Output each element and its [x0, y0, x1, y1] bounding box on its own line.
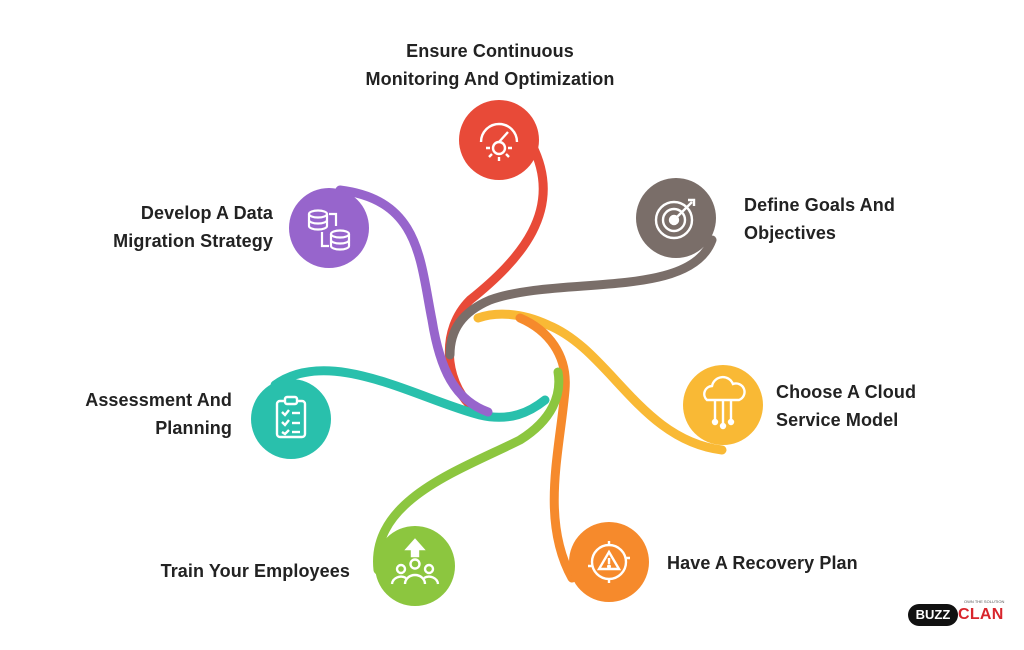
step-circle-cloud	[683, 365, 763, 445]
step-label-monitoring: Ensure Continuous Monitoring And Optimiz…	[340, 37, 640, 93]
step-label-recovery: Have A Recovery Plan	[667, 549, 897, 577]
ribbon-train	[373, 367, 564, 575]
step-label-train: Train Your Employees	[120, 557, 350, 585]
logo-clan: CLAN	[958, 606, 1004, 623]
step-circle-assessment	[251, 379, 331, 459]
cloud-network-icon	[703, 375, 746, 430]
step-label-line1: Have A Recovery Plan	[667, 553, 858, 573]
step-label-line1: Ensure Continuous	[406, 41, 574, 61]
step-label-line2: Planning	[155, 418, 232, 438]
warning-gear-icon	[588, 541, 630, 583]
step-label-line1: Train Your Employees	[160, 561, 350, 581]
ribbon-cloud	[473, 309, 727, 455]
step-circle-goals	[636, 178, 716, 258]
step-label-line1: Define Goals And	[744, 195, 895, 215]
team-growth-icon	[390, 538, 440, 585]
step-label-line2: Monitoring And Optimization	[365, 69, 615, 89]
ribbon-recovery	[515, 313, 577, 583]
step-circle-recovery	[569, 522, 649, 602]
step-label-assessment: Assessment And Planning	[30, 386, 232, 442]
ribbon-migration	[335, 185, 493, 417]
database-transfer-icon	[307, 209, 351, 251]
logo-buzz: BUZZ	[908, 604, 958, 626]
target-icon	[654, 198, 696, 240]
logo-tagline: OWN THE SOLUTION	[964, 599, 1005, 604]
ribbon-monitoring	[444, 140, 548, 410]
step-label-goals: Define Goals And Objectives	[744, 191, 964, 247]
step-circle-migration	[289, 188, 369, 268]
step-label-line1: Develop A Data	[140, 203, 273, 223]
step-label-line2: Migration Strategy	[113, 231, 273, 251]
ribbon-goals	[445, 235, 717, 360]
step-label-cloud: Choose A Cloud Service Model	[776, 378, 996, 434]
checklist-icon	[275, 395, 307, 439]
step-label-migration: Develop A Data Migration Strategy	[50, 199, 273, 255]
step-label-line1: Choose A Cloud	[776, 382, 917, 402]
brand-logo: BUZZ OWN THE SOLUTION CLAN	[908, 598, 1004, 630]
step-label-line2: Objectives	[744, 223, 837, 243]
step-label-line1: Assessment And	[85, 390, 232, 410]
step-circle-train	[375, 526, 455, 606]
ribbon-assessment	[270, 366, 550, 422]
step-circle-monitoring	[459, 100, 539, 180]
gear-gauge-icon	[479, 122, 519, 161]
step-label-line2: Service Model	[776, 410, 899, 430]
